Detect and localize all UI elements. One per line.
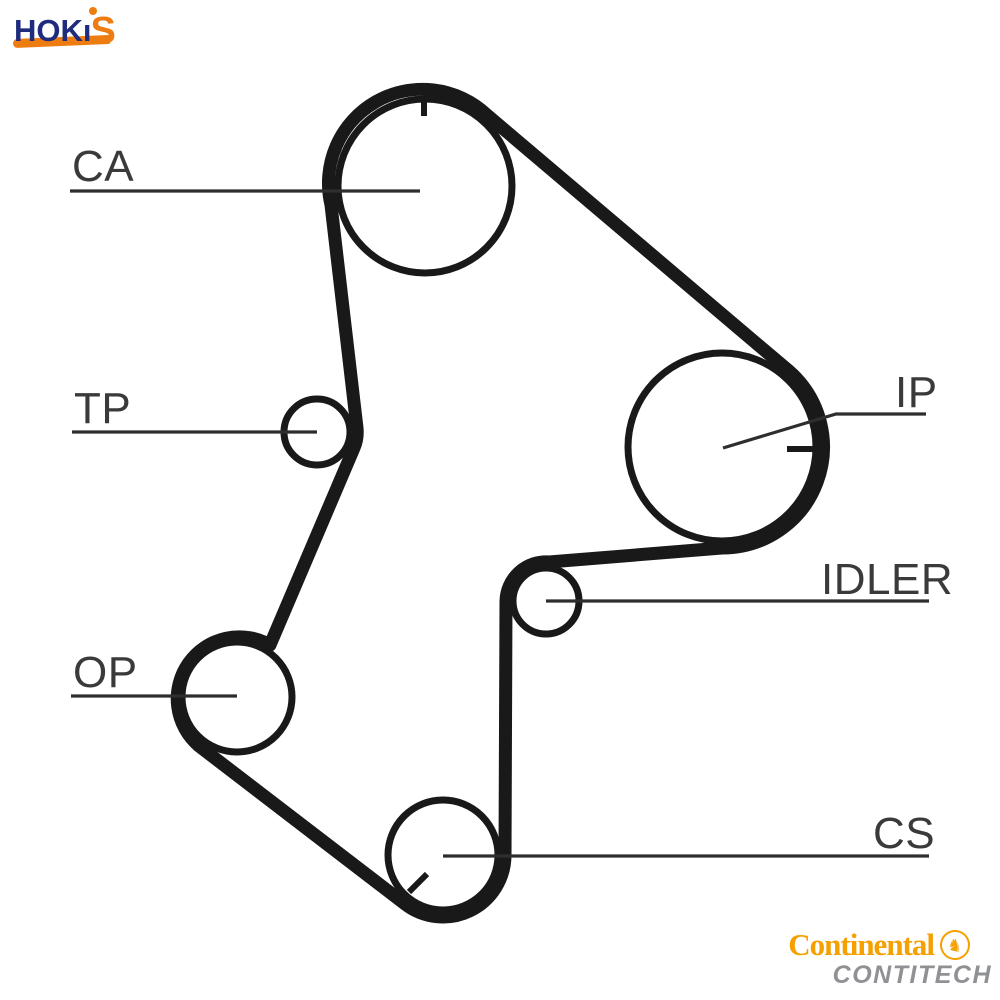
horse-glyph: ♞ — [945, 933, 965, 956]
label-op: OP — [73, 648, 138, 697]
pulley-ip-circle — [624, 349, 820, 545]
label-ca: CA — [72, 142, 134, 191]
label-idler: IDLER — [821, 555, 953, 604]
continental-contitech-logo: Continental ♞ CONTITECH — [788, 926, 992, 990]
hokis-logo: HOKıS — [8, 6, 158, 58]
continental-horse-emblem-icon: ♞ — [937, 926, 973, 963]
hokis-text-hok: HOK — [14, 13, 83, 48]
hokis-i-dot — [89, 7, 97, 15]
ip-leader-line — [722, 412, 926, 450]
label-ip: IP — [895, 368, 938, 417]
label-cs: CS — [873, 809, 935, 858]
continental-wordmark: Continental — [788, 927, 935, 962]
label-tp: TP — [74, 384, 131, 433]
hokis-text-i: ı — [82, 13, 92, 48]
continental-row: Continental ♞ — [788, 926, 973, 963]
contitech-wordmark: CONTITECH — [832, 961, 992, 989]
hokis-text-s: S — [90, 10, 116, 52]
timing-belt-path — [170, 82, 830, 924]
cs-timing-mark — [406, 871, 430, 895]
pulley-ca-circle — [334, 95, 516, 277]
hokis-wordmark: HOKıS — [14, 10, 116, 50]
